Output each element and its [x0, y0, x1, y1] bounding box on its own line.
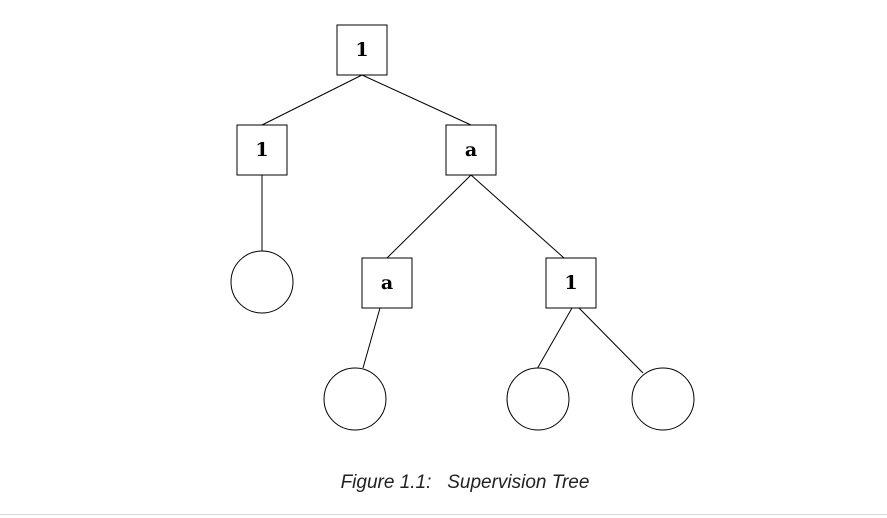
edge-root-to-sup-right	[361, 74, 472, 126]
supervisor-node-label: a	[381, 272, 393, 294]
figure-caption: Figure 1.1: Supervision Tree	[340, 472, 590, 493]
edge-sup-right-to-sup-far-right	[470, 174, 565, 259]
supervisor-node-label: 1	[255, 139, 268, 161]
worker-node-3	[506, 367, 570, 431]
supervisor-node-label: 1	[355, 39, 368, 61]
supervisor-node-label: a	[465, 139, 477, 161]
worker-node-1	[230, 250, 294, 314]
supervisor-node-left: 1	[236, 124, 288, 176]
supervisor-node-root: 1	[336, 24, 388, 76]
divider	[0, 514, 887, 515]
worker-node-4	[631, 367, 695, 431]
edge-sup-far-right-to-worker-4	[578, 307, 644, 374]
supervisor-node-far-right: 1	[545, 257, 597, 309]
supervisor-node-label: 1	[564, 272, 577, 294]
supervisor-node-right: a	[445, 124, 497, 176]
edge-root-to-sup-left	[261, 74, 363, 126]
edge-sup-far-right-to-worker-3	[536, 307, 573, 370]
supervisor-node-mid: a	[361, 257, 413, 309]
edge-sup-right-to-sup-mid	[386, 174, 472, 259]
edge-sup-mid-to-worker-2	[362, 307, 381, 369]
worker-node-2	[323, 367, 387, 431]
